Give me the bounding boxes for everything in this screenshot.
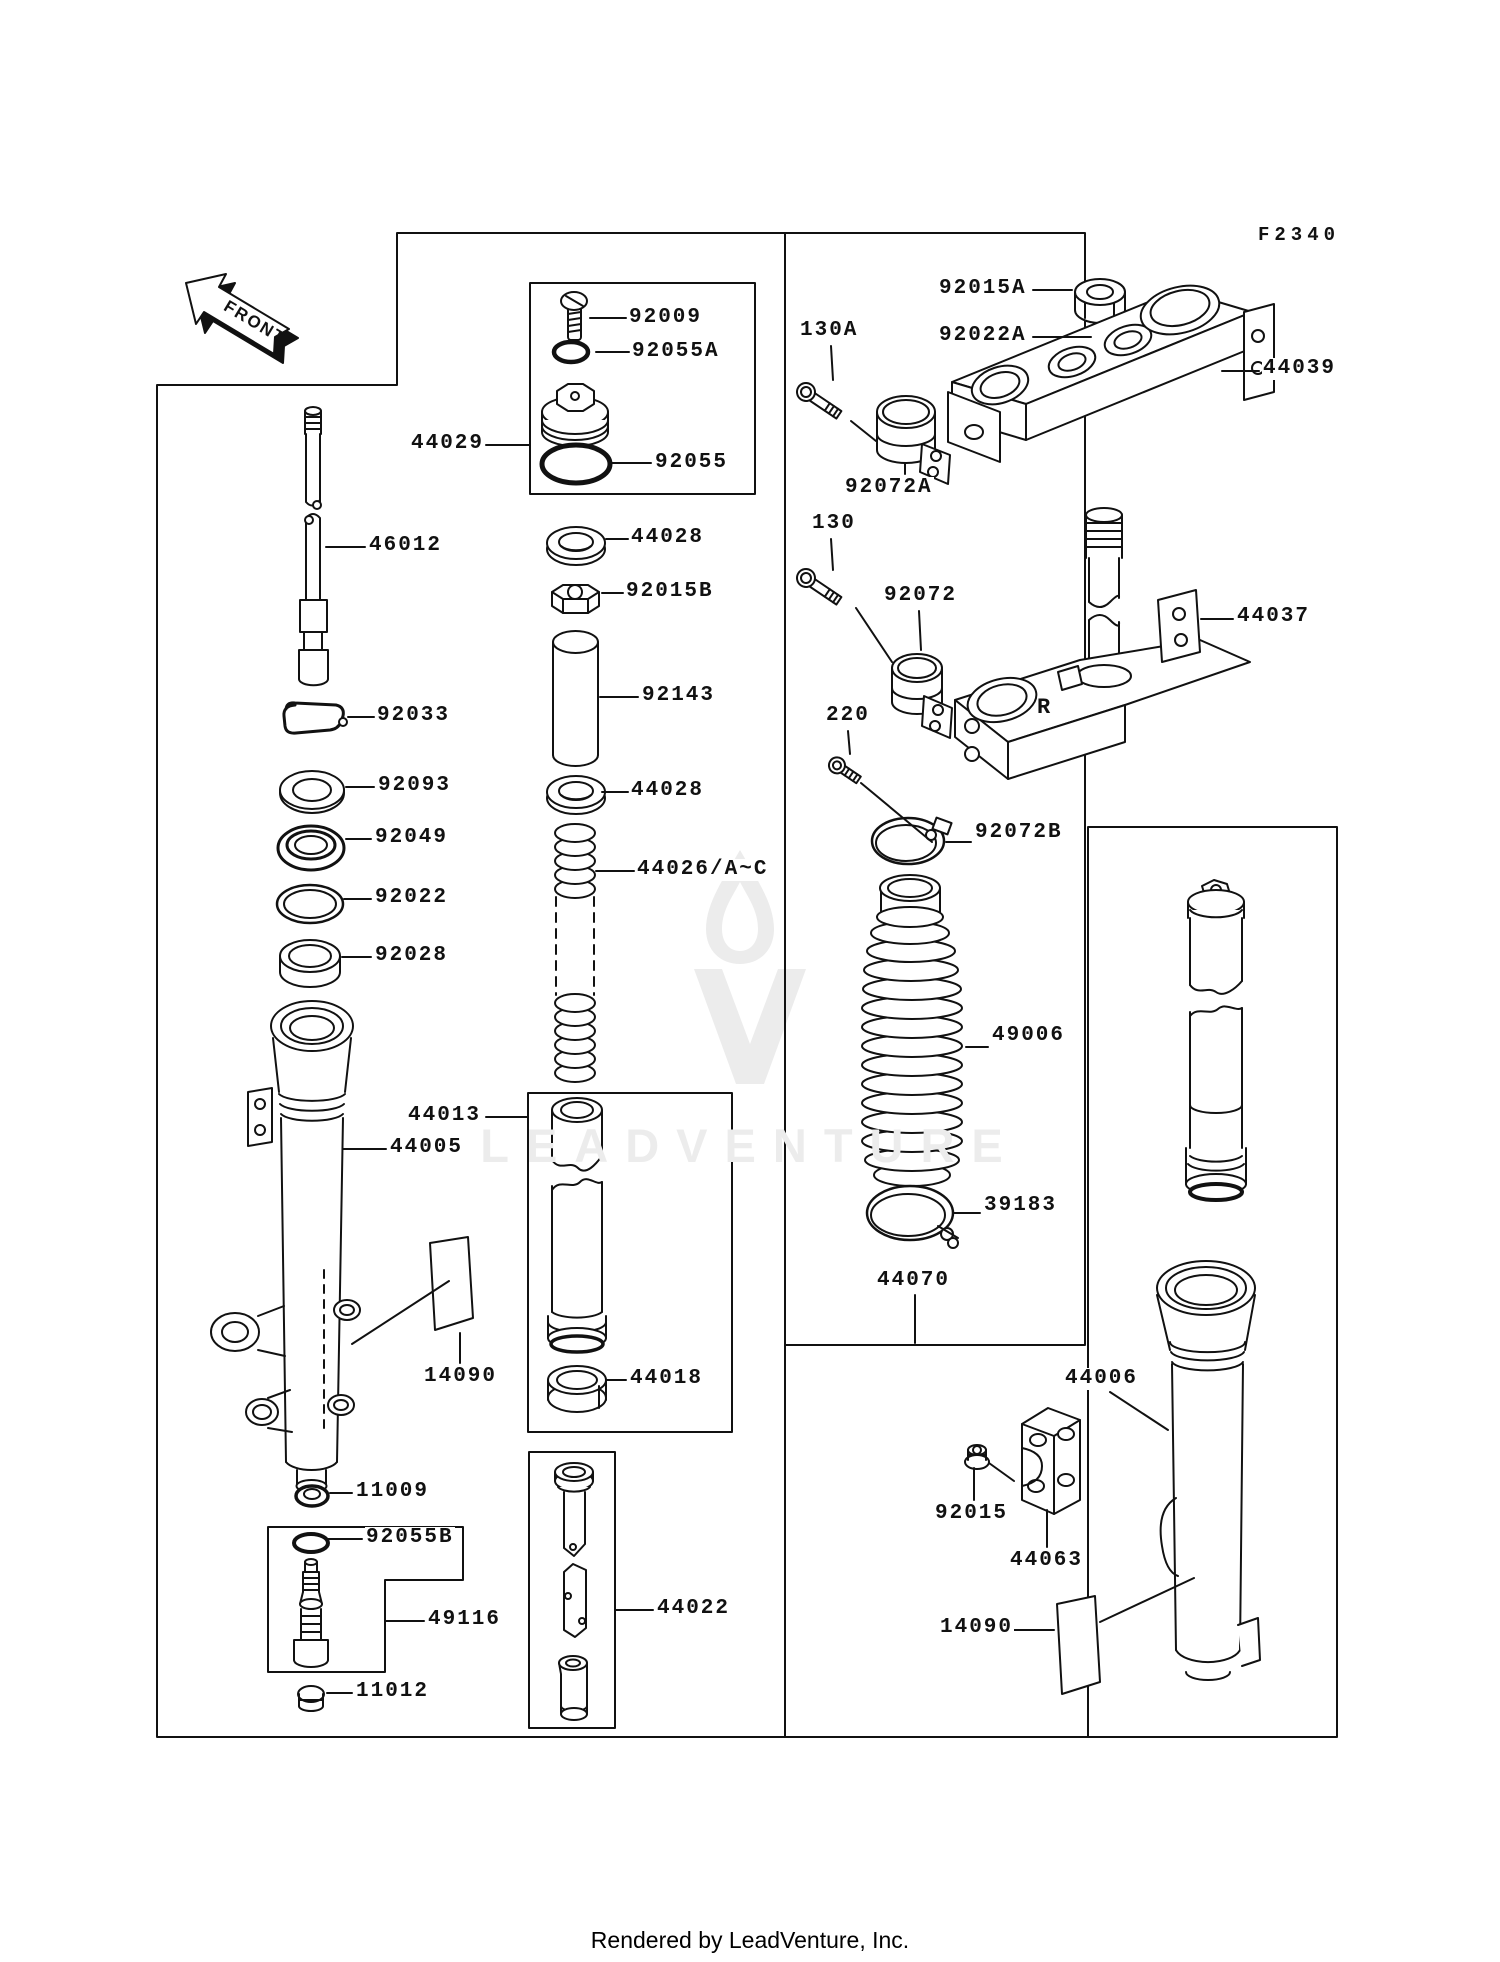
part-92015b-nut (551, 584, 600, 614)
part-label-92033[interactable]: 92033 (376, 704, 452, 728)
part-label-44005[interactable]: 44005 (389, 1136, 465, 1160)
part-label-46012[interactable]: 46012 (368, 534, 444, 558)
part-92055b-oring (292, 1532, 330, 1554)
part-14090r-sticker (1056, 1595, 1101, 1695)
part-label-44018[interactable]: 44018 (629, 1367, 705, 1391)
part-label-44029[interactable]: 44029 (410, 432, 486, 456)
part-label-92028[interactable]: 92028 (374, 944, 450, 968)
part-44005-outer-tube (210, 1000, 361, 1493)
part-92093-seal (279, 770, 345, 814)
part-92055a-oring (551, 339, 591, 365)
part-label-44013[interactable]: 44013 (407, 1104, 483, 1128)
box-44022 (528, 1451, 616, 1729)
part-label-92072[interactable]: 92072 (883, 584, 959, 608)
part-49006-boot (861, 874, 963, 1187)
part-label-130[interactable]: 130 (811, 512, 857, 536)
part-44013-cylinder-unit (547, 1097, 607, 1354)
leadventure-watermark-text: LEADVENTURE (480, 1119, 1020, 1172)
part-92072-holder (891, 653, 953, 739)
part-label-92022a[interactable]: 92022A (938, 324, 1028, 348)
part-130a-bolt (796, 382, 843, 420)
part-44018-bushing (547, 1365, 607, 1413)
part-44063-bracket (1021, 1407, 1081, 1515)
group-boxes (156, 232, 1338, 1738)
part-44026-spring (554, 823, 596, 1083)
part-label-44026[interactable]: 44026/A~C (636, 858, 770, 882)
figure-code: F2340 (1258, 224, 1341, 246)
part-14090l-sticker (429, 1236, 474, 1331)
part-49116-air-valve (293, 1558, 329, 1668)
part-92015-nut (964, 1444, 990, 1470)
part-label-44039[interactable]: 44039 (1262, 357, 1338, 381)
part-39183-clamp-ring (865, 1184, 959, 1249)
part-label-44006[interactable]: 44006 (1064, 1367, 1140, 1391)
part-11012-cap (297, 1685, 325, 1712)
part-label-92015b[interactable]: 92015B (625, 580, 715, 604)
part-label-130a[interactable]: 130A (799, 319, 860, 343)
part-label-92055b[interactable]: 92055B (365, 1526, 455, 1550)
part-92049-oil-seal (276, 824, 346, 872)
part-44022-cylinder-unit (554, 1462, 594, 1721)
part-label-44070[interactable]: 44070 (876, 1269, 952, 1293)
part-92072a-holder (876, 395, 951, 485)
part-92028-bushing (279, 939, 341, 988)
part-label-92022[interactable]: 92022 (374, 886, 450, 910)
part-label-92055a[interactable]: 92055A (631, 340, 721, 364)
part-92072b-clamp-ring (870, 816, 953, 866)
part-44006-inner-unit (1185, 879, 1247, 1202)
part-label-92049[interactable]: 92049 (374, 826, 450, 850)
part-44028b-washer (546, 775, 606, 815)
box-49116 (267, 1526, 464, 1673)
box-44006 (1087, 826, 1338, 1738)
part-11009-ring (294, 1484, 330, 1508)
part-label-92009[interactable]: 92009 (628, 306, 704, 330)
part-label-220[interactable]: 220 (825, 704, 871, 728)
part-46012-damper-rod (298, 406, 329, 687)
part-label-44037[interactable]: 44037 (1236, 605, 1312, 629)
part-92033-clip (282, 701, 348, 735)
part-92143-spacer (552, 630, 599, 767)
part-label-92072b[interactable]: 92072B (974, 821, 1064, 845)
part-130-bolt (796, 568, 843, 606)
part-label-92055[interactable]: 92055 (654, 451, 730, 475)
part-44037-lower-clamp: R (954, 507, 1251, 780)
front-arrow: FRONT (185, 273, 299, 364)
part-label-44022[interactable]: 44022 (656, 1597, 732, 1621)
part-label-92015a[interactable]: 92015A (938, 277, 1028, 301)
leadventure-watermark-icon (694, 850, 806, 1084)
part-92009-screw (560, 291, 588, 341)
part-label-44063[interactable]: 44063 (1009, 1549, 1085, 1573)
part-label-14090-right[interactable]: 14090 (939, 1616, 1015, 1640)
footer-credit: Rendered by LeadVenture, Inc. (590, 1927, 910, 1953)
part-44039-upper-clamp (947, 284, 1275, 463)
leader-lines (325, 289, 1260, 1694)
part-label-92015[interactable]: 92015 (934, 1502, 1010, 1526)
part-label-44028a[interactable]: 44028 (630, 526, 706, 550)
part-label-39183[interactable]: 39183 (983, 1194, 1059, 1218)
part-92055-oring (539, 442, 613, 486)
part-label-44028b[interactable]: 44028 (630, 779, 706, 803)
part-label-11009[interactable]: 11009 (355, 1480, 431, 1504)
part-label-11012[interactable]: 11012 (355, 1680, 431, 1704)
part-44006-fork-leg (1156, 1260, 1261, 1681)
box-44029 (529, 282, 756, 495)
part-44028a-washer (546, 526, 606, 566)
part-label-49006[interactable]: 49006 (991, 1024, 1067, 1048)
part-label-14090-left[interactable]: 14090 (423, 1365, 499, 1389)
part-44029-fork-cap (541, 383, 609, 447)
part-label-49116[interactable]: 49116 (427, 1608, 503, 1632)
part-label-92143[interactable]: 92143 (641, 684, 717, 708)
part-label-92093[interactable]: 92093 (377, 774, 453, 798)
box-44070 (784, 232, 1086, 1346)
box-44013 (527, 1092, 733, 1433)
clamp-stamp-mark: R (1037, 695, 1051, 720)
part-92022-ring (275, 883, 345, 925)
part-220-screw (827, 756, 862, 785)
part-label-92072a[interactable]: 92072A (844, 476, 934, 500)
